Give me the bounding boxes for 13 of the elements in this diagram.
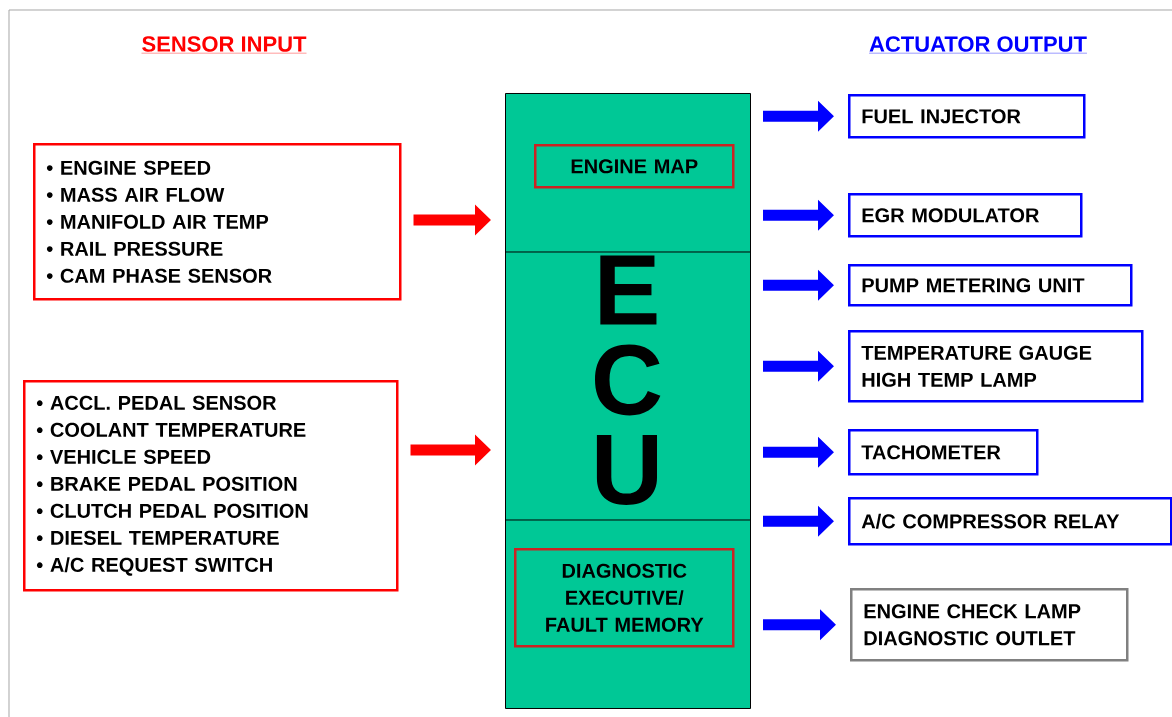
- section-heading: SENSOR INPUT: [141, 36, 307, 54]
- sensor-list-box: • ENGINE SPEED • MASS AIR FLOW • MANIFOLD AIR TEMP • RAIL PRESSURE • CAM PHASE SENSOR: [33, 143, 402, 301]
- actuator-box: TACHOMETER: [848, 429, 1039, 476]
- actuator-box: TEMPERATURE GAUGE HIGH TEMP LAMP: [848, 330, 1144, 403]
- diagnostic-box: DIAGNOSTIC EXECUTIVE/ FAULT MEMORY: [514, 548, 735, 648]
- map-box: ENGINE MAP: [534, 144, 735, 189]
- actuator-box: A/C COMPRESSOR RELAY: [848, 497, 1172, 546]
- section-heading: ACTUATOR OUTPUT: [868, 36, 1088, 54]
- actuator-box: EGR MODULATOR: [848, 193, 1083, 238]
- sensor-list-box: • ACCL. PEDAL SENSOR • COOLANT TEMPERATURE • VEHICLE SPEED • BRAKE PEDAL POSITION • CLUTCH PEDAL POSITION • DIESEL TEMPERATURE • A/C REQUEST SWITCH: [23, 380, 399, 592]
- actuator-box: FUEL INJECTOR: [848, 94, 1086, 139]
- actuator-box: PUMP METERING UNIT: [848, 264, 1133, 307]
- actuator-box: ENGINE CHECK LAMP DIAGNOSTIC OUTLET: [850, 588, 1129, 662]
